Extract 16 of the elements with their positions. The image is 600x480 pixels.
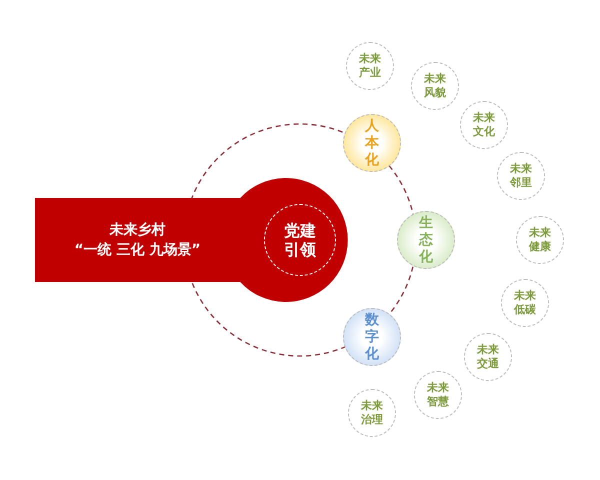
circle-label: 未来健康 bbox=[528, 226, 552, 254]
circle-label: 未来产业 bbox=[358, 52, 382, 80]
banner-title: “一统 三化 九场景” bbox=[74, 241, 201, 260]
circle-label: 未来文化 bbox=[472, 111, 496, 139]
banner-title: 未来乡村 bbox=[110, 221, 166, 240]
circle-label: 未来治理 bbox=[360, 399, 384, 427]
circle-label: 生态化 bbox=[418, 214, 434, 266]
circle-label: 未来交通 bbox=[476, 343, 500, 371]
circle-label: 未来低碳 bbox=[513, 289, 537, 317]
dashed-circle bbox=[264, 204, 336, 276]
circle-label: 未来智慧 bbox=[426, 381, 450, 409]
circle-label: 未来风貌 bbox=[423, 72, 447, 100]
circle-label: 未来邻里 bbox=[509, 162, 533, 190]
circle-label: 数字化 bbox=[364, 312, 380, 362]
circle-label: 党建引领 bbox=[283, 221, 317, 259]
circle-label: 人本化 bbox=[364, 118, 380, 168]
